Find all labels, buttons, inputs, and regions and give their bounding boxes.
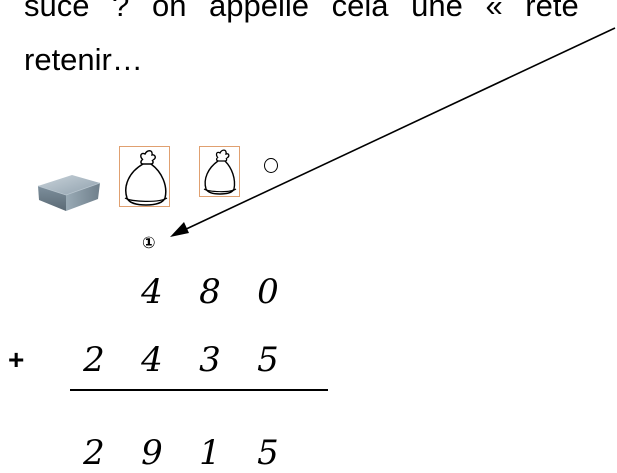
digit: 2 <box>83 340 105 380</box>
digit: 5 <box>257 433 279 473</box>
bag-icon <box>119 146 170 207</box>
digit: 0 <box>257 272 279 312</box>
circle-icon <box>264 158 278 173</box>
bag-icon <box>199 146 240 197</box>
text-line-1: suce ? on appelle cela une « rete <box>24 0 579 23</box>
carry-mark: ① <box>142 233 156 252</box>
digit: 5 <box>257 340 279 380</box>
digit: 4 <box>141 272 163 312</box>
sum-line <box>70 389 328 391</box>
digit: 1 <box>199 433 221 473</box>
digit: 8 <box>199 272 221 312</box>
text-line-2: retenir… <box>24 42 143 77</box>
digit: 2 <box>83 433 105 473</box>
digit: 3 <box>199 340 221 380</box>
digit: 4 <box>141 340 163 380</box>
box-icon <box>37 175 101 211</box>
digit: 9 <box>141 433 163 473</box>
plus-sign: + <box>8 344 25 375</box>
